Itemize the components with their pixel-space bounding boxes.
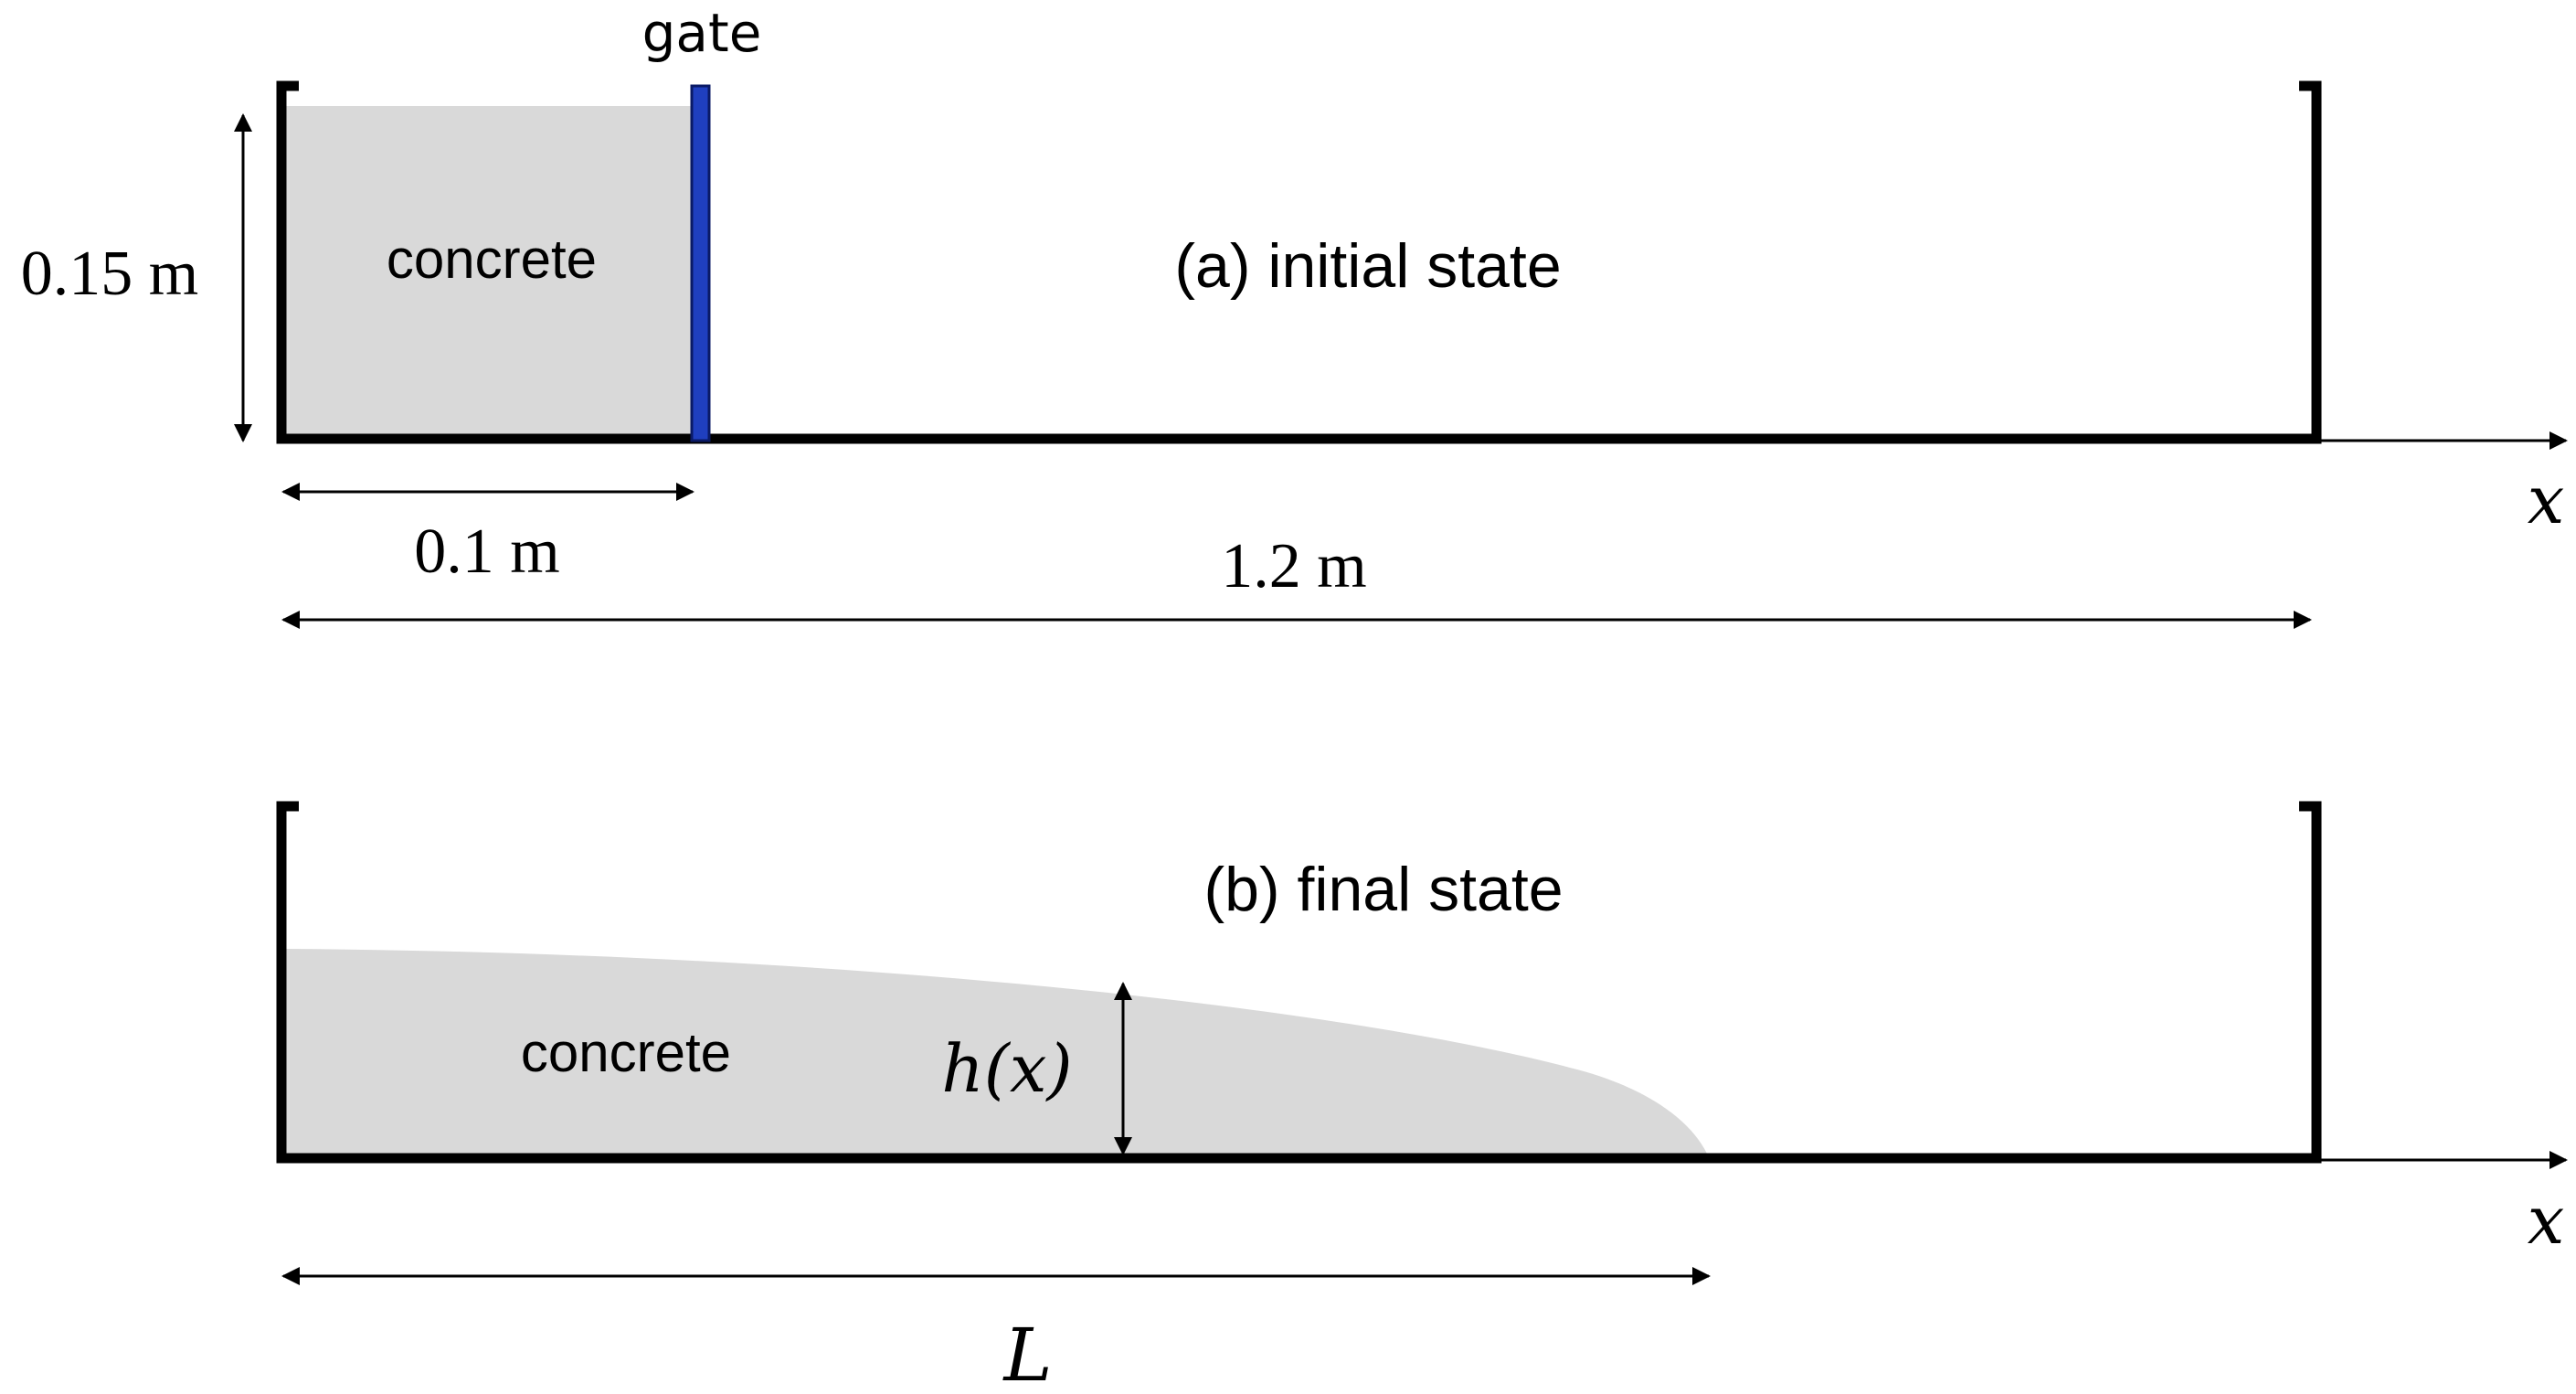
spread-length-label: L	[1002, 1313, 1052, 1394]
final-state-caption: (b) final state	[1203, 855, 1563, 924]
final-state-panel: (b) final state concrete h(x) L x	[276, 801, 2568, 1394]
final-concrete-fill	[285, 949, 1707, 1154]
gate	[690, 84, 711, 442]
initial-x-axis-label: x	[2528, 462, 2565, 538]
height-function-label: h(x)	[941, 1030, 1072, 1107]
initial-tank-outline	[276, 80, 2322, 444]
initial-state-panel: gate concrete (a) initial state 0.15 m 0…	[21, 2, 2568, 629]
initial-concrete-label: concrete	[387, 229, 597, 290]
tank-length-label: 1.2 m	[1221, 531, 1366, 601]
gate-label: gate	[642, 2, 762, 64]
final-x-axis-label: x	[2528, 1182, 2565, 1259]
final-tank-outline	[276, 801, 2322, 1164]
gate-position-label: 0.1 m	[414, 516, 559, 587]
height-label: 0.15 m	[21, 239, 198, 309]
final-concrete-label: concrete	[521, 1022, 731, 1083]
initial-state-caption: (a) initial state	[1174, 231, 1561, 301]
initial-concrete-fill	[285, 106, 693, 439]
